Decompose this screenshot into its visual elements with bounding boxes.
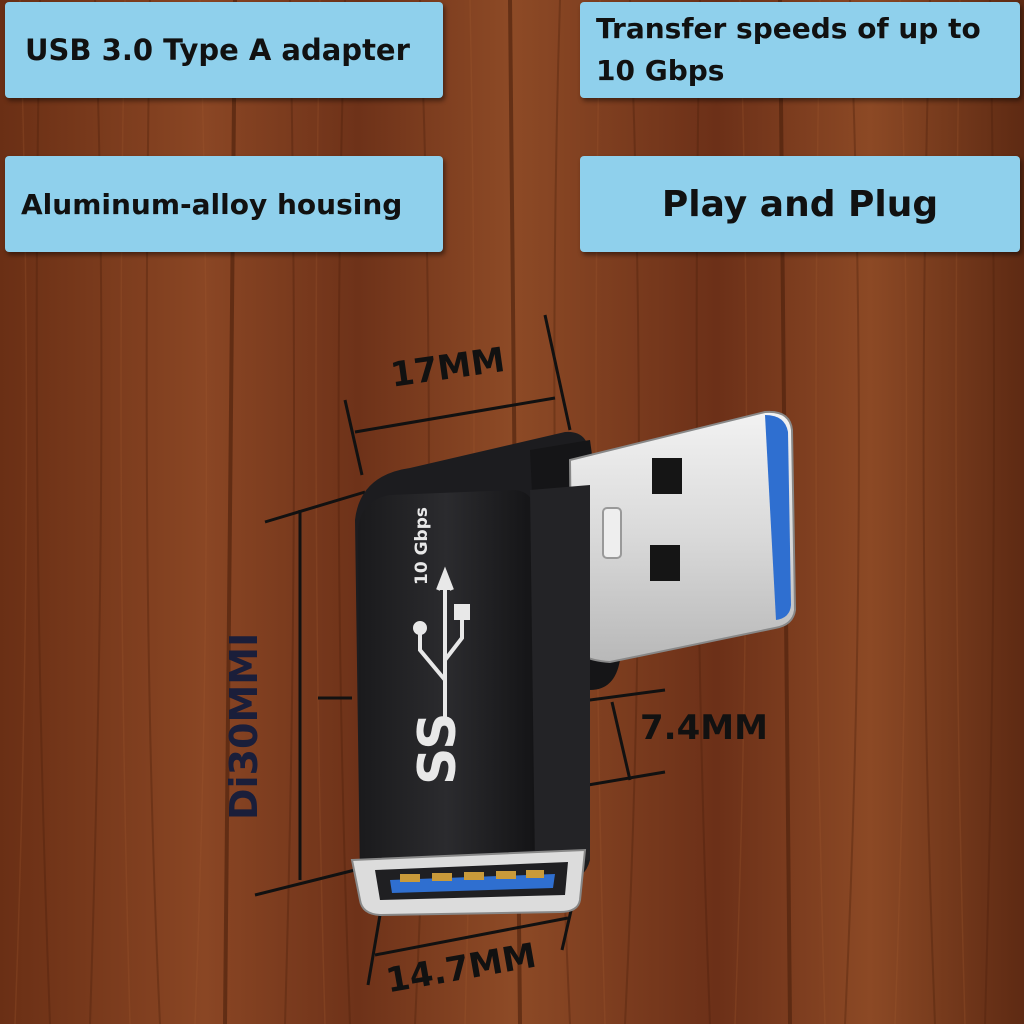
- callout-transfer-speed: Transfer speeds of up to 10 Gbps: [580, 2, 1020, 98]
- callout-plug-and-play: Play and Plug: [580, 156, 1020, 252]
- callout-speed-line1: Transfer speeds of up to: [596, 12, 981, 45]
- callout-housing-text: Aluminum-alloy housing: [21, 187, 403, 221]
- callout-housing: Aluminum-alloy housing: [5, 156, 443, 252]
- callout-plug-text: Play and Plug: [661, 183, 939, 225]
- callout-usb-type-text: USB 3.0 Type A adapter: [25, 33, 410, 67]
- superspeed-usb-icon: [413, 566, 470, 720]
- dimension-label-thickness: 7.4MM: [640, 708, 768, 748]
- dimension-lines: [254, 314, 666, 986]
- dimension-label-length: Di30MMI: [222, 632, 266, 820]
- usb-a-port: [350, 848, 587, 917]
- adapter-speed-label: 10 Gbps: [412, 507, 432, 585]
- ss-mark: SS: [408, 712, 468, 785]
- callout-usb-type: USB 3.0 Type A adapter: [5, 2, 443, 98]
- usb-a-plug: [568, 410, 797, 664]
- callout-speed-line2: 10 Gbps: [596, 54, 725, 87]
